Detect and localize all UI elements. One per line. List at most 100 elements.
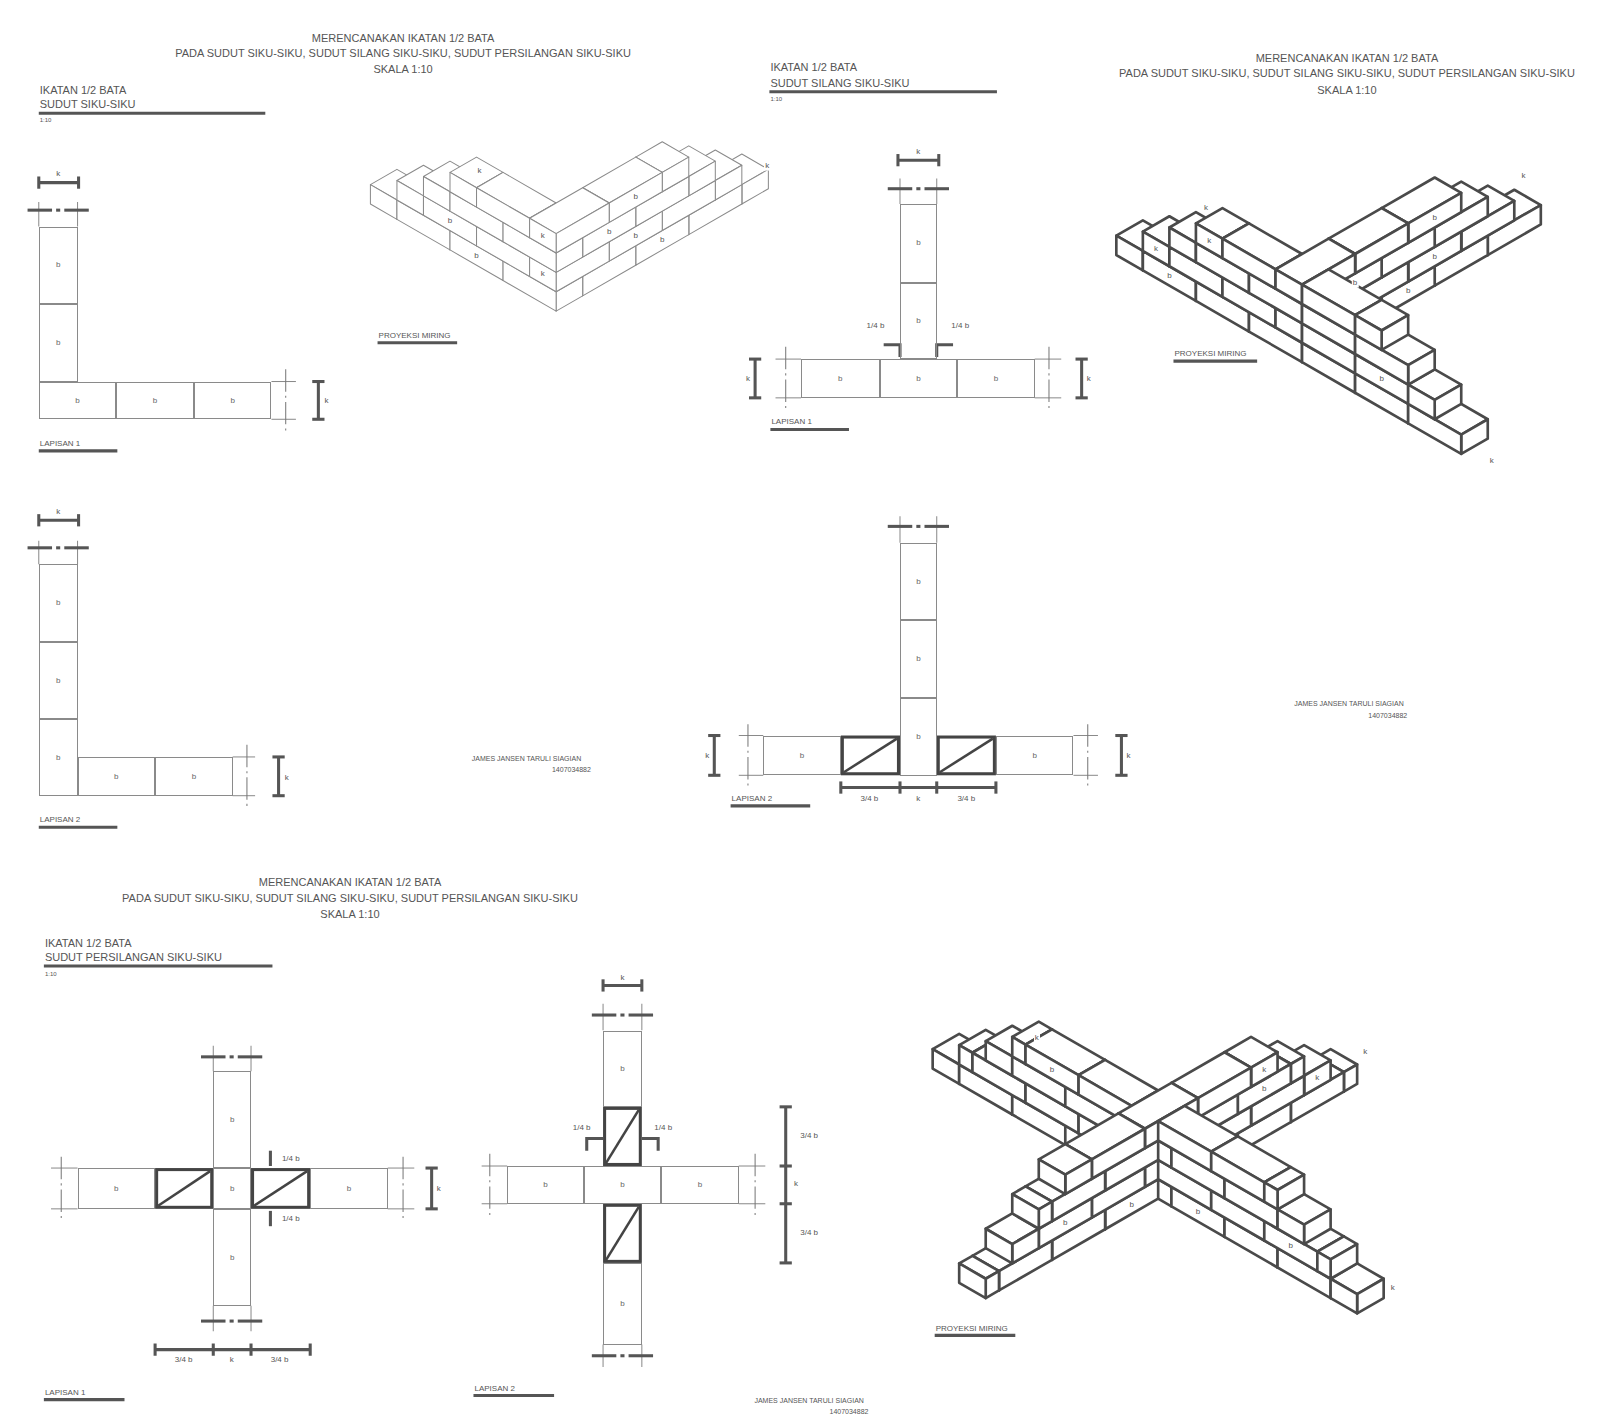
brick-face-label: k: [1153, 245, 1159, 254]
brick-label: b: [1032, 752, 1036, 760]
brick-side-face: [1276, 269, 1303, 304]
dimension-tick: [77, 176, 80, 188]
brick-label: b: [56, 599, 60, 607]
quarter-brick-marker: [884, 345, 900, 357]
break-line: [56, 546, 60, 549]
dimension-label: k: [55, 170, 61, 179]
student-id: 1407034882: [829, 1408, 870, 1416]
brick-side-face: [1408, 350, 1435, 385]
brick-label: b: [56, 339, 60, 347]
break-line: [1048, 347, 1049, 410]
brick: b: [213, 1209, 251, 1306]
cut-brick-hatch: [844, 739, 897, 773]
dimension-line: [1080, 359, 1083, 398]
brick-side-face: [1116, 236, 1143, 271]
dimension-tick: [1076, 396, 1088, 399]
dimension-line: [155, 1348, 310, 1351]
quarter-brick-marker: [587, 1138, 603, 1150]
scale-note: 1:10: [44, 971, 58, 978]
dimension-label: k: [1520, 171, 1526, 180]
drawing-title: IKATAN 1/2 BATA: [44, 937, 133, 949]
scale-note: SKALA 1:10: [1316, 84, 1377, 96]
brick-side-face: [1143, 232, 1170, 267]
dimension-tick: [37, 514, 40, 526]
title-underline: [769, 90, 997, 93]
scale-note: 1:10: [39, 117, 53, 124]
brick-side-face: [1355, 315, 1382, 350]
dimension-label: k: [1034, 1033, 1040, 1042]
title-underline: [39, 112, 266, 115]
view-label: PROYEKSI MIRING: [378, 331, 452, 340]
brick-label: b: [114, 1185, 118, 1193]
brick: b: [39, 304, 78, 382]
brick: b: [900, 698, 937, 776]
brick-label: b: [192, 773, 196, 781]
title-underline: [935, 1334, 1016, 1337]
wall-outline: [482, 1203, 508, 1204]
brick: b: [996, 736, 1074, 776]
brick: b: [78, 757, 156, 796]
break-line: [747, 724, 748, 787]
dimension-label: 3/4 b: [799, 1228, 819, 1237]
brick-side-face: [1278, 1209, 1305, 1244]
brick: b: [900, 283, 937, 360]
wall-outline: [271, 381, 295, 382]
dimension-label: 1/4 b: [950, 321, 970, 330]
dimension-line: [317, 382, 320, 420]
dimension-label: k: [1390, 1283, 1396, 1292]
wall-outline: [603, 1004, 604, 1031]
drawing-title: IKATAN 1/2 BATA: [39, 84, 128, 96]
quarter-brick-marker: [269, 1151, 272, 1166]
dimension-label: 3/4 b: [799, 1131, 819, 1140]
brick-face-label: b: [1378, 375, 1384, 384]
dimension-label: k: [324, 397, 330, 406]
brick-face-label: b: [606, 228, 612, 237]
brick: b: [39, 642, 78, 720]
dimension-tick: [309, 1344, 312, 1356]
brick: b: [507, 1166, 584, 1204]
brick-side-face: [556, 203, 609, 253]
brick-face-label: b: [1352, 279, 1358, 288]
brick-side-face: [450, 172, 477, 207]
wall-outline: [38, 541, 39, 564]
brick: b: [900, 543, 937, 621]
break-line: [230, 1055, 234, 1058]
dimension-tick: [602, 979, 605, 991]
wall-outline: [51, 1168, 78, 1169]
wall-outline: [1035, 359, 1062, 360]
wall-outline: [77, 541, 78, 564]
break-line: [785, 347, 786, 410]
break-line: [28, 546, 52, 549]
dimension-label: 1/4 b: [281, 1215, 301, 1224]
scale-note: SKALA 1:10: [319, 908, 380, 920]
wall-outline: [1073, 775, 1097, 776]
brick: b: [310, 1168, 388, 1209]
brick-face-label: b: [1166, 272, 1172, 281]
brick-label: b: [620, 1181, 624, 1189]
dimension-label: k: [1086, 374, 1092, 383]
dimension-tick: [312, 418, 324, 421]
cut-brick: [938, 737, 994, 774]
dimension-line: [713, 736, 716, 776]
break-line: [238, 1320, 262, 1323]
brick: b: [900, 204, 937, 283]
brick-side-face: [1211, 1152, 1264, 1202]
dimension-tick: [780, 1261, 792, 1264]
brick-face-label: b: [1049, 1065, 1055, 1074]
dimension-label: k: [1362, 1048, 1368, 1057]
sheet-heading: MERENCANAKAN IKATAN 1/2 BATA: [1255, 52, 1440, 64]
scale-note: 1:10: [769, 96, 783, 103]
brick-side-face: [1278, 1175, 1305, 1210]
title-underline: [378, 341, 458, 344]
dimension-tick: [935, 781, 938, 793]
break-line: [238, 1055, 262, 1058]
brick-face-label: k: [540, 270, 546, 279]
dimension-line: [841, 786, 996, 789]
break-line: [620, 1354, 624, 1357]
brick-face-label: b: [473, 251, 479, 260]
dimension-tick: [708, 774, 720, 777]
quarter-brick-marker: [937, 345, 953, 357]
brick-side-face: [986, 1271, 999, 1298]
dimension-tick: [780, 1202, 792, 1205]
brick-side-face: [1012, 1229, 1039, 1264]
